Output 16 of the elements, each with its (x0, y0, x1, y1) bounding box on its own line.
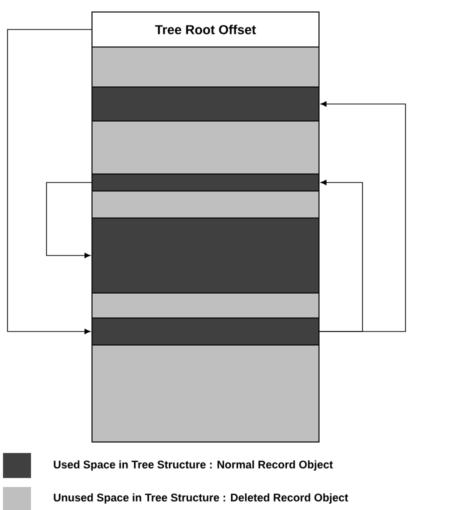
arrow (7, 29, 92, 334)
used-space-block (92, 86, 320, 122)
arrow (319, 101, 406, 332)
used-space-block (92, 318, 320, 346)
arrow (46, 182, 92, 258)
used-space-block (92, 218, 320, 294)
legend-text: Unused Space in Tree Structure : Deleted Record Object (54, 493, 348, 504)
unused-space-block (92, 46, 320, 88)
legend-text: Used Space in Tree Structure : Normal Record Object (54, 460, 333, 471)
unused-space-block (92, 292, 320, 318)
header-box: Tree Root Offset (92, 12, 320, 48)
unused-space-block (92, 344, 320, 442)
used-space-block (92, 174, 320, 192)
arrow (319, 180, 363, 332)
unused-space-block (92, 190, 320, 218)
unused-space-block (92, 120, 320, 174)
